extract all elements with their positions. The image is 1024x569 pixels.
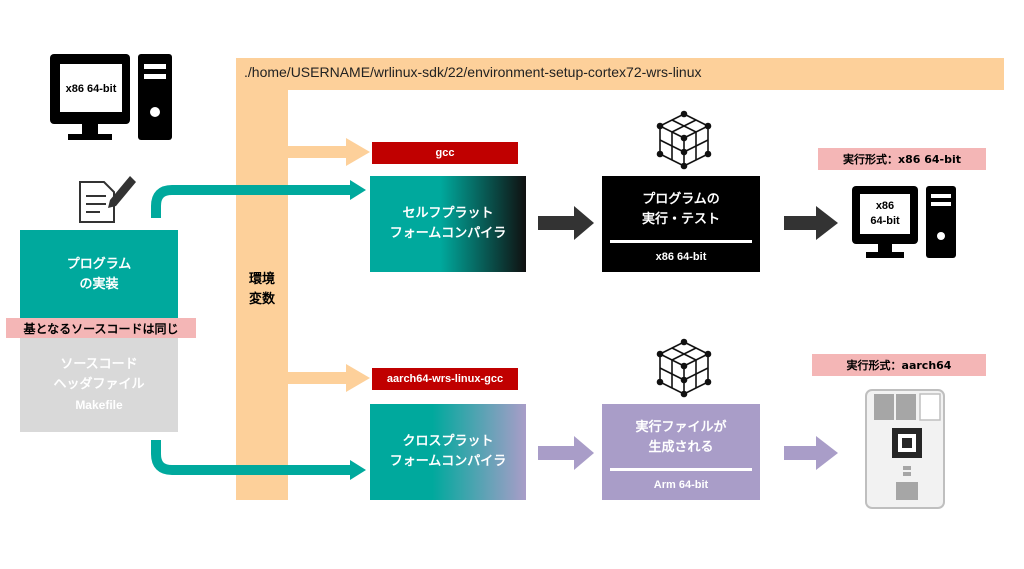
implement-line2: の実装 <box>79 277 119 292</box>
program-implementation-box: プログラム の実装 <box>20 230 178 320</box>
env-var-line2: 変数 <box>248 292 275 307</box>
cube-network-icon <box>656 110 712 170</box>
env-var-label: 環境 変数 <box>236 270 288 310</box>
cube-network-icon <box>656 338 712 398</box>
program-run-test-box: プログラムの 実行・テスト x86 64-bit <box>602 176 760 272</box>
target-pc-line2: 64-bit <box>870 215 900 227</box>
arrow-compile-to-run <box>538 206 594 240</box>
executable-text: 実行ファイルが 生成される <box>602 418 760 458</box>
executable-line1: 実行ファイルが <box>635 420 727 435</box>
document-pencil-icon <box>79 176 136 223</box>
target-pc-label: x86 64-bit <box>860 196 910 232</box>
implement-line1: プログラム <box>66 257 132 272</box>
same-source-note: 基となるソースコードは同じ <box>6 318 196 338</box>
env-var-line1: 環境 <box>248 272 275 287</box>
self-compiler-line2: フォームコンパイラ <box>389 226 507 241</box>
divider <box>610 240 752 243</box>
exec-format-aarch64: 実行形式：aarch64 <box>812 354 986 376</box>
source-files-line3: Makefile <box>75 398 123 412</box>
source-files-line1: ソースコード <box>60 357 138 372</box>
desktop-pc-icon <box>50 54 172 140</box>
run-test-text: プログラムの 実行・テスト <box>602 190 760 230</box>
self-platform-compiler-box: セルフプラット フォームコンパイラ <box>370 176 526 272</box>
exec-format-x86: 実行形式：x86 64-bit <box>818 148 986 170</box>
compiler-label-aarch64: aarch64-wrs-linux-gcc <box>372 368 518 390</box>
run-test-line2: 実行・テスト <box>641 212 720 227</box>
arrow-exe-to-board <box>784 436 838 470</box>
source-files-line2: ヘッダファイル <box>53 377 145 392</box>
executable-generated-box: 実行ファイルが 生成される Arm 64-bit <box>602 404 760 500</box>
embedded-board-icon <box>865 389 945 509</box>
self-compiler-line1: セルフプラット <box>402 206 494 221</box>
env-arrow-top <box>288 138 370 166</box>
sdk-path-text: ./home/USERNAME/wrlinux-sdk/22/environme… <box>244 64 702 80</box>
desktop-pc-icon <box>852 186 956 258</box>
host-pc-label: x86 64-bit <box>65 83 117 95</box>
executable-arch: Arm 64-bit <box>653 479 709 491</box>
target-pc-line1: x86 <box>875 200 895 212</box>
cross-compiler-line1: クロスプラット <box>402 434 494 449</box>
compiler-label-gcc: gcc <box>372 142 518 164</box>
arrow-run-to-target <box>784 206 838 240</box>
executable-line2: 生成される <box>648 440 714 455</box>
cross-platform-compiler-box: クロスプラット フォームコンパイラ <box>370 404 526 500</box>
teal-arrow-bottom <box>151 440 352 475</box>
divider <box>610 468 752 471</box>
cross-compiler-line2: フォームコンパイラ <box>389 454 507 469</box>
run-test-arch: x86 64-bit <box>655 251 707 263</box>
env-arrow-bottom <box>288 364 370 392</box>
run-test-line1: プログラムの <box>642 192 720 207</box>
env-var-bar <box>236 90 288 500</box>
arrow-crosscompile-to-exe <box>538 436 594 470</box>
path-bar <box>236 58 1004 90</box>
teal-arrow-top <box>151 185 352 218</box>
source-files-box: ソースコード ヘッダファイル Makefile <box>20 338 178 432</box>
